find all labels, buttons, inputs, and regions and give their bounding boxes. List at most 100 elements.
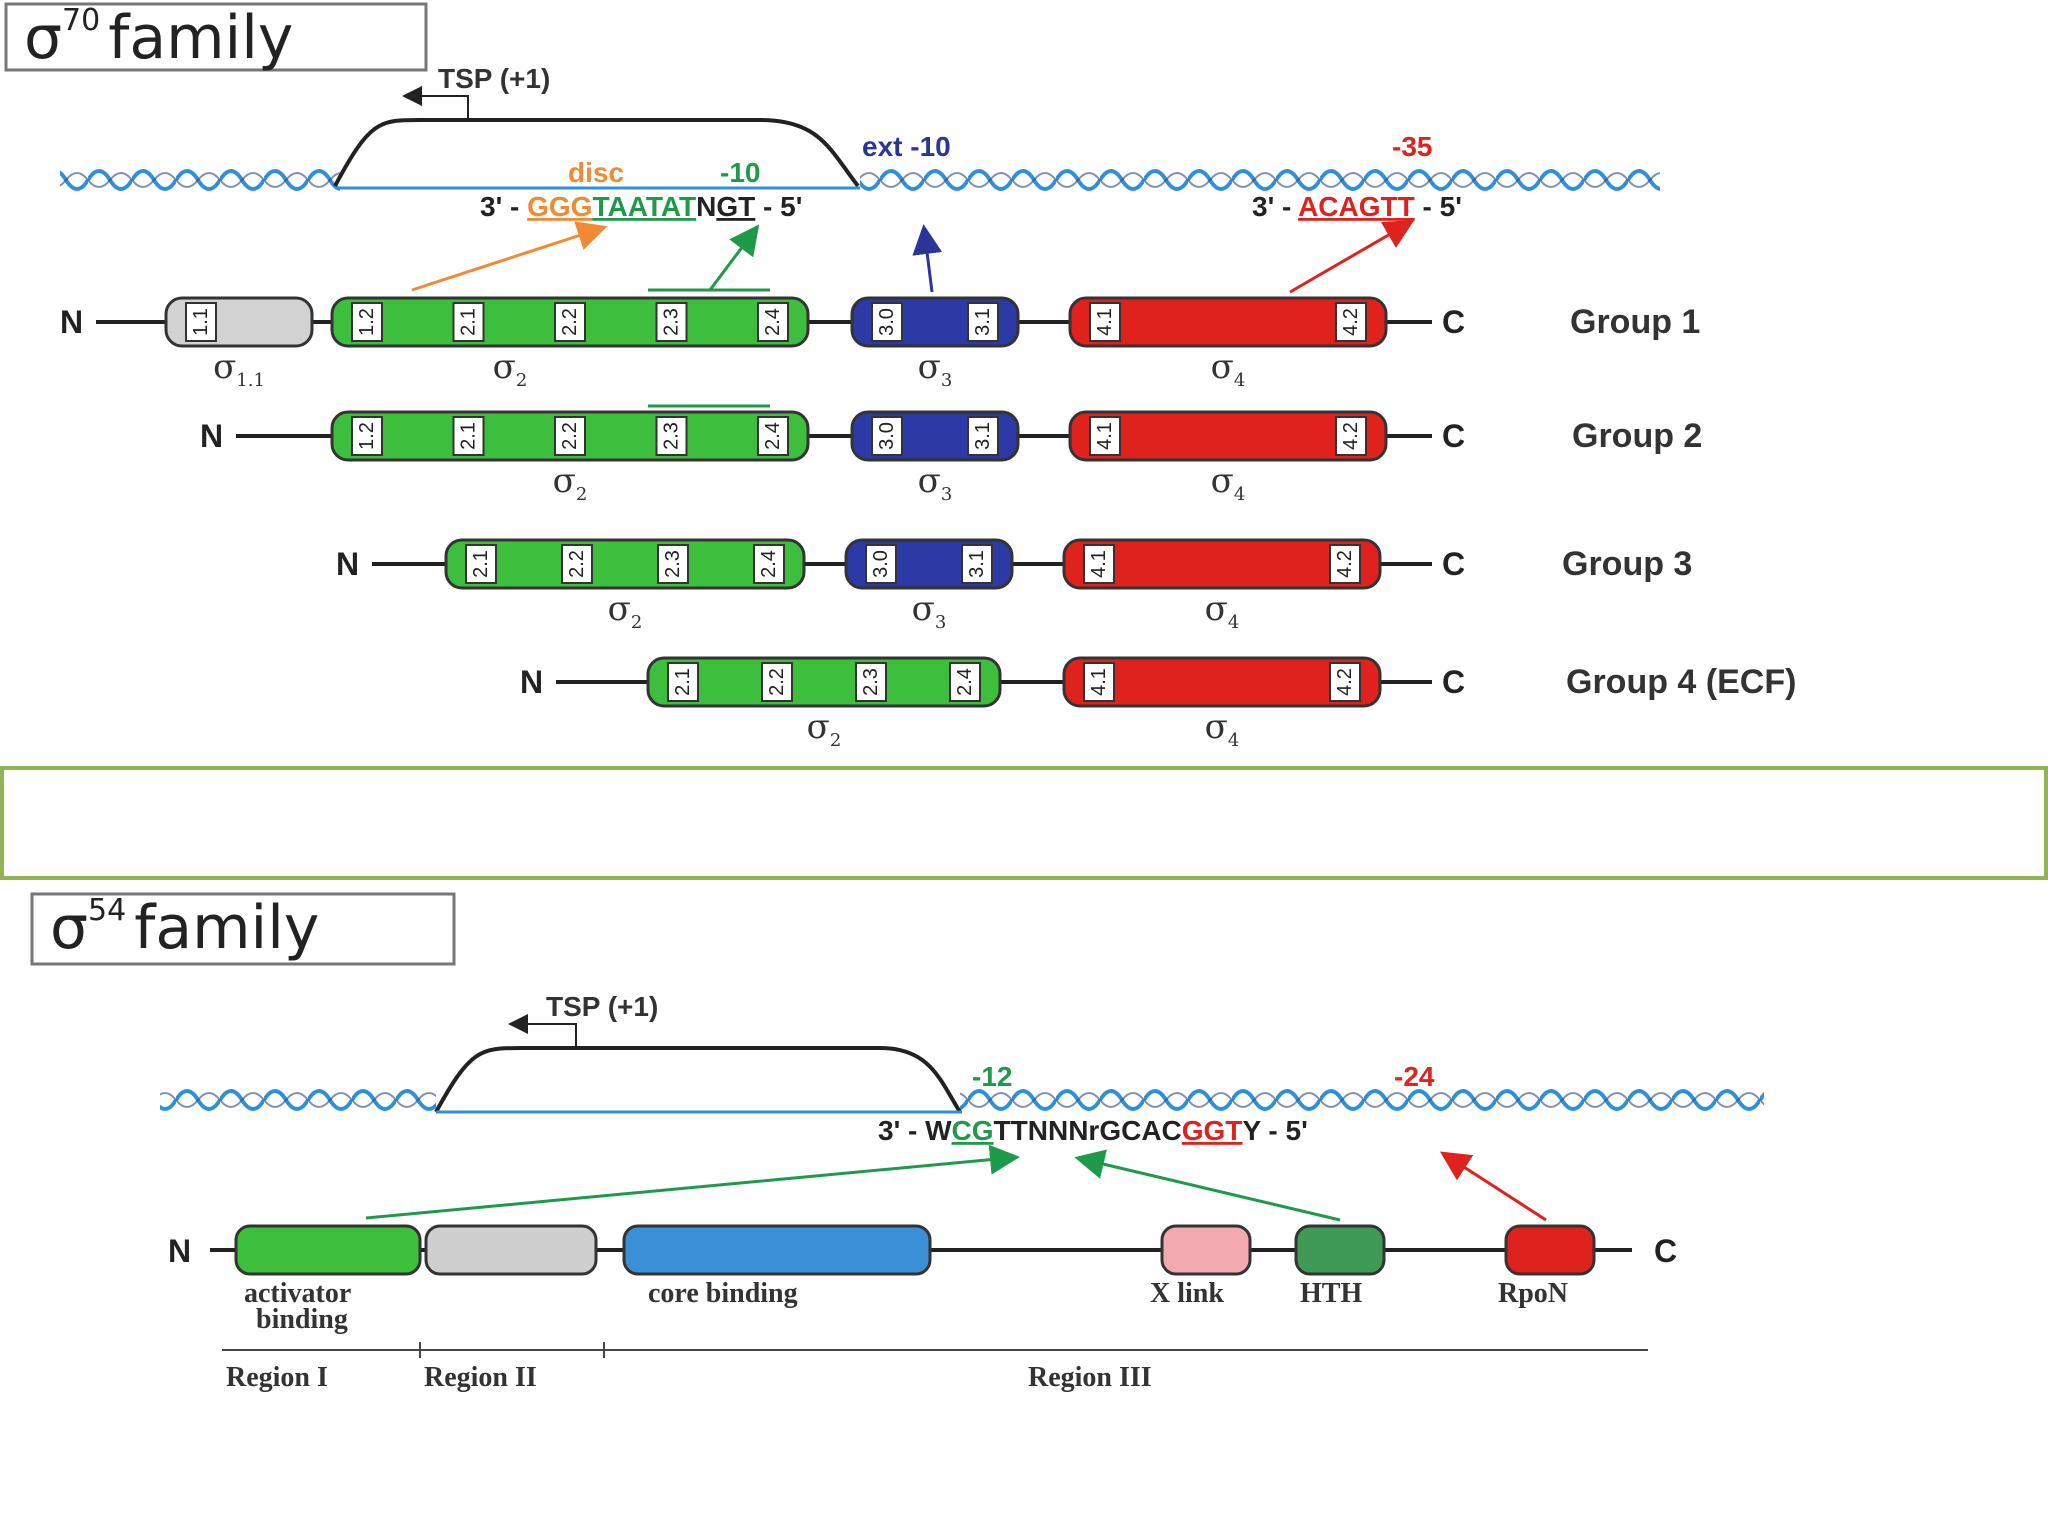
- minus10-label: -10: [720, 157, 760, 188]
- group-4-region4-cell-label: 4.2: [1334, 668, 1356, 696]
- group-2-region4-cell-label: 4.1: [1094, 422, 1116, 450]
- group-3-region2: [444, 538, 806, 590]
- group-4-region2-cell-label: 2.4: [954, 668, 976, 696]
- arrow-hth: [1074, 1149, 1341, 1222]
- sigma54-c-terminus: C: [1654, 1233, 1677, 1269]
- region2-domain: [424, 1224, 598, 1276]
- group-3-region4-cell: [1083, 544, 1115, 584]
- hth-label: HTH: [1300, 1278, 1362, 1309]
- group-3-region2-cell-label: 2.4: [758, 550, 780, 578]
- group-2-region2-cell: [554, 416, 586, 456]
- group-3-label: Group 3: [1562, 545, 1692, 583]
- group-1-region4-cell-label: 4.1: [1094, 308, 1116, 336]
- group-2-region2-cell: [351, 416, 383, 456]
- group-4-region2-cell: [667, 662, 699, 702]
- group-4-region4-cell: [1329, 662, 1361, 702]
- sigma54-title-box: [30, 892, 456, 966]
- group-2-n-terminus: N: [200, 418, 223, 454]
- group-3-region2-cell-label: 2.3: [662, 550, 684, 578]
- group-4-region2-cell-label: 2.3: [860, 668, 882, 696]
- group-4-region2: [646, 656, 1002, 708]
- group-2-region3-cell-label: 3.0: [876, 422, 898, 450]
- group-2-region3-cell: [871, 416, 903, 456]
- group-1-region4-cell: [1089, 302, 1121, 342]
- rpon-label: RpoN: [1498, 1278, 1568, 1309]
- group-1-region2-cell: [351, 302, 383, 342]
- arrow-ext10: [912, 224, 943, 293]
- tsp54-arrow: [508, 1014, 577, 1048]
- group-1-region4-cell-label: 4.2: [1340, 308, 1362, 336]
- group-1-region2-cell-label: 2.3: [661, 308, 683, 336]
- group-2-region3-cell-label: 3.1: [972, 422, 994, 450]
- group-3-region2-cell: [465, 544, 497, 584]
- group-3-region3-cell-label: 3.0: [870, 550, 892, 578]
- region1-label: Region I: [226, 1362, 328, 1393]
- group-4-region4: [1062, 656, 1382, 708]
- region3-label: Region III: [1028, 1362, 1152, 1393]
- group-3-region3-cell: [961, 544, 993, 584]
- group-3-region4-cell: [1329, 544, 1361, 584]
- group-1-region2-cell: [655, 302, 688, 342]
- group-3-region2-cell: [753, 544, 785, 584]
- xlink-domain: [1160, 1224, 1252, 1276]
- group-3-region4-cell-label: 4.2: [1334, 550, 1356, 578]
- group-3-region3-cell: [865, 544, 897, 584]
- group-1-region3-cell: [967, 302, 999, 342]
- minus24-label: -24: [1394, 1061, 1435, 1092]
- group-3-region3-cell-label: 3.1: [966, 550, 988, 578]
- group-2-sigma2-label: σ2: [553, 461, 588, 505]
- arrow-disc: [411, 221, 608, 292]
- group-1-region2-cell: [452, 302, 485, 342]
- disc-label: disc: [568, 157, 624, 188]
- group-4-region2-cell: [855, 662, 887, 702]
- activator-label-1: activator: [244, 1278, 351, 1309]
- group-3-region4: [1062, 538, 1382, 590]
- group-1-region4: [1068, 296, 1388, 348]
- group-4-region2-cell-label: 2.2: [766, 668, 788, 696]
- dna54-helix-left: [160, 1086, 436, 1126]
- open-bubble: [333, 118, 860, 188]
- group-2-region2-cell: [655, 416, 688, 456]
- sequence-left: 3' - GGGTAATATNGT - 5': [480, 191, 802, 222]
- group-2-region4-cell: [1089, 416, 1121, 456]
- group-4-n-terminus: N: [520, 664, 543, 700]
- region2-label: Region II: [424, 1362, 537, 1393]
- group-1-region3-cell-label: 3.1: [972, 308, 994, 336]
- dna-helix-left: [60, 156, 340, 196]
- group-1-region4-cell: [1335, 302, 1367, 342]
- group-4-sigma2-label: σ2: [807, 707, 842, 751]
- group-3-region2-cell-label: 2.2: [566, 550, 588, 578]
- group-2-region2-cell-label: 2.2: [559, 422, 581, 450]
- group-1-sigma2-label: σ2: [493, 347, 528, 391]
- group-2-sigma3-label: σ3: [918, 461, 953, 505]
- group-3-region2-cell: [657, 544, 689, 584]
- group-4-c-terminus: C: [1442, 664, 1465, 700]
- group-1-region3-cell-label: 3.0: [876, 308, 898, 336]
- group-4-region4-cell: [1083, 662, 1115, 702]
- arrow-minus10: [708, 224, 760, 291]
- group-1-region2-cell-label: 1.2: [356, 308, 378, 336]
- tsp-arrow: [402, 86, 469, 120]
- minus12-label: -12: [972, 1061, 1012, 1092]
- sigma70-title-box: [4, 2, 428, 72]
- group-2-region4: [1068, 410, 1388, 462]
- separator-box: [0, 766, 2048, 880]
- group-3-sigma4-label: σ4: [1205, 589, 1240, 633]
- group-1-c-terminus: C: [1442, 304, 1465, 340]
- group-2-region2-cell-label: 2.4: [762, 422, 784, 450]
- group-2-region2-cell: [452, 416, 485, 456]
- group-2-sigma4-label: σ4: [1211, 461, 1246, 505]
- group-2-region2-cell-label: 1.2: [356, 422, 378, 450]
- tsp-label: TSP (+1): [438, 63, 550, 94]
- group-1-region2-cell: [554, 302, 586, 342]
- activator-label-2: binding: [256, 1304, 348, 1335]
- group-4-region2-cell-label: 2.1: [672, 668, 694, 696]
- group-1-region2-cell-label: 2.2: [559, 308, 581, 336]
- group-3-c-terminus: C: [1442, 546, 1465, 582]
- group-2-region2-cell-label: 2.3: [661, 422, 683, 450]
- ext10-label: ext -10: [862, 131, 951, 162]
